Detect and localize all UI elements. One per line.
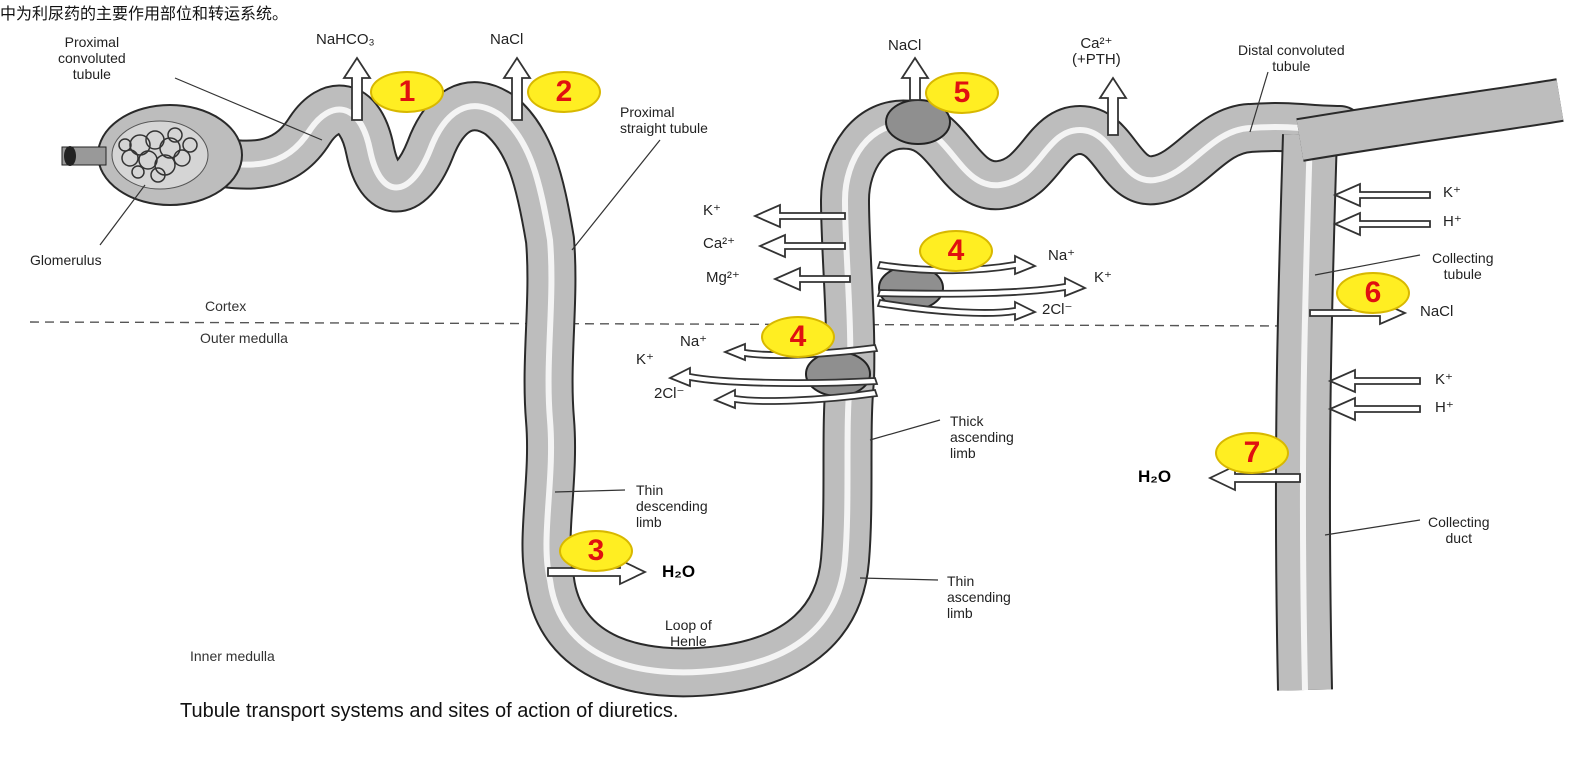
- ion-mg-tal: Mg²⁺: [706, 269, 740, 286]
- ion-h-cd2: H⁺: [1435, 399, 1454, 416]
- arrow-h-cd2: [1327, 396, 1421, 422]
- arrow-k-4a: [876, 276, 1088, 298]
- ion-nahco3: NaHCO₃: [316, 31, 375, 48]
- ion-nacl-site5: NaCl: [888, 37, 922, 54]
- label-collecting-tubule: Collecting tubule: [1432, 250, 1494, 282]
- cortex-medulla-divider: [29, 321, 1301, 327]
- leader-glomerulus: [99, 184, 146, 246]
- ion-h2o-site3: H₂O: [662, 562, 696, 581]
- arrow-nacl-5: [900, 56, 930, 101]
- arteriole-opening: [64, 146, 76, 166]
- arrow-h2o-7: [1207, 464, 1301, 492]
- ion-cl-site4a: 2Cl⁻: [1042, 301, 1073, 318]
- bowmans-capsule: [61, 104, 243, 206]
- site-badge-3: 3: [559, 530, 633, 572]
- ion-k-cd2: K⁺: [1435, 371, 1453, 388]
- header-text-fragment: 中为利尿药的主要作用部位和转运系统。: [0, 4, 289, 23]
- label-collecting-duct: Collecting duct: [1428, 514, 1490, 546]
- ion-h2o-site7: H₂O: [1138, 467, 1172, 486]
- label-glomerulus: Glomerulus: [30, 252, 102, 268]
- site-badge-4-upper: 4: [919, 230, 993, 272]
- arrow-k-cd2: [1327, 368, 1421, 394]
- ion-cl-site4b: 2Cl⁻: [654, 385, 685, 402]
- leader-lines: [99, 71, 1421, 581]
- flux-arrows: [342, 56, 1431, 586]
- arrow-nahco3: [342, 56, 372, 121]
- ion-na-site4b: Na⁺: [680, 333, 708, 350]
- label-distal-convoluted-tubule: Distal convoluted tubule: [1238, 42, 1345, 74]
- leader-thick-ascending: [869, 419, 941, 441]
- label-thick-ascending-limb: Thick ascending limb: [950, 413, 1014, 461]
- arrow-h-cd1: [1332, 211, 1431, 237]
- glomerulus-capillary-tuft: [118, 127, 198, 183]
- label-proximal-straight-tubule: Proximal straight tubule: [620, 104, 708, 136]
- site-badge-2: 2: [527, 71, 601, 113]
- arrow-ca: [1098, 76, 1128, 136]
- ion-k-site4b: K⁺: [636, 351, 654, 368]
- ion-nacl-site2: NaCl: [490, 31, 524, 48]
- leader-proximal-convoluted: [174, 77, 323, 141]
- ion-k-tal: K⁺: [703, 202, 721, 219]
- site-badge-6: 6: [1336, 272, 1410, 314]
- site-badge-4-lower: 4: [761, 316, 835, 358]
- site-badge-1: 1: [370, 71, 444, 113]
- ion-k-site4a: K⁺: [1094, 269, 1112, 286]
- ion-na-site4a: Na⁺: [1048, 247, 1076, 264]
- zone-cortex: Cortex: [205, 298, 247, 314]
- leader-thin-descending: [554, 489, 626, 493]
- leader-proximal-straight: [571, 139, 661, 251]
- zone-outer-medulla: Outer medulla: [200, 330, 288, 346]
- label-thin-ascending-limb: Thin ascending limb: [947, 573, 1011, 621]
- label-proximal-convoluted-tubule: Proximal convoluted tubule: [58, 34, 126, 82]
- arrow-mg-tal: [772, 266, 851, 292]
- ion-ca-pth: Ca²⁺ (+PTH): [1072, 35, 1121, 68]
- transporters: [805, 99, 951, 397]
- leader-thin-ascending: [859, 577, 939, 581]
- ion-nacl-site6: NaCl: [1420, 303, 1454, 320]
- figure-caption: Tubule transport systems and sites of ac…: [180, 700, 679, 722]
- zone-inner-medulla: Inner medulla: [190, 648, 275, 664]
- arrow-k-tal: [752, 203, 846, 229]
- arrow-k-4b: [667, 366, 879, 388]
- arrow-ca-tal: [757, 233, 846, 259]
- tubule-main: [180, 81, 1365, 698]
- label-loop-of-henle: Loop of Henle: [665, 617, 712, 649]
- label-thin-descending-limb: Thin descending limb: [636, 482, 708, 530]
- site-badge-5: 5: [925, 72, 999, 114]
- ion-h-cd1: H⁺: [1443, 213, 1462, 230]
- transporter-4b: [805, 351, 871, 397]
- ion-ca-tal: Ca²⁺: [703, 235, 736, 252]
- collecting-duct-tube: [1274, 78, 1564, 691]
- site-badge-7: 7: [1215, 432, 1289, 474]
- arrow-cl-4b: [712, 388, 879, 410]
- arrow-cl-4a: [876, 298, 1038, 322]
- ion-k-cd1: K⁺: [1443, 184, 1461, 201]
- leader-collecting-tubule: [1314, 254, 1421, 276]
- arrow-nacl-2: [502, 56, 532, 121]
- leader-collecting-duct: [1324, 519, 1421, 536]
- arrow-k-cd1: [1332, 182, 1431, 208]
- leader-distal-convoluted: [1249, 71, 1269, 133]
